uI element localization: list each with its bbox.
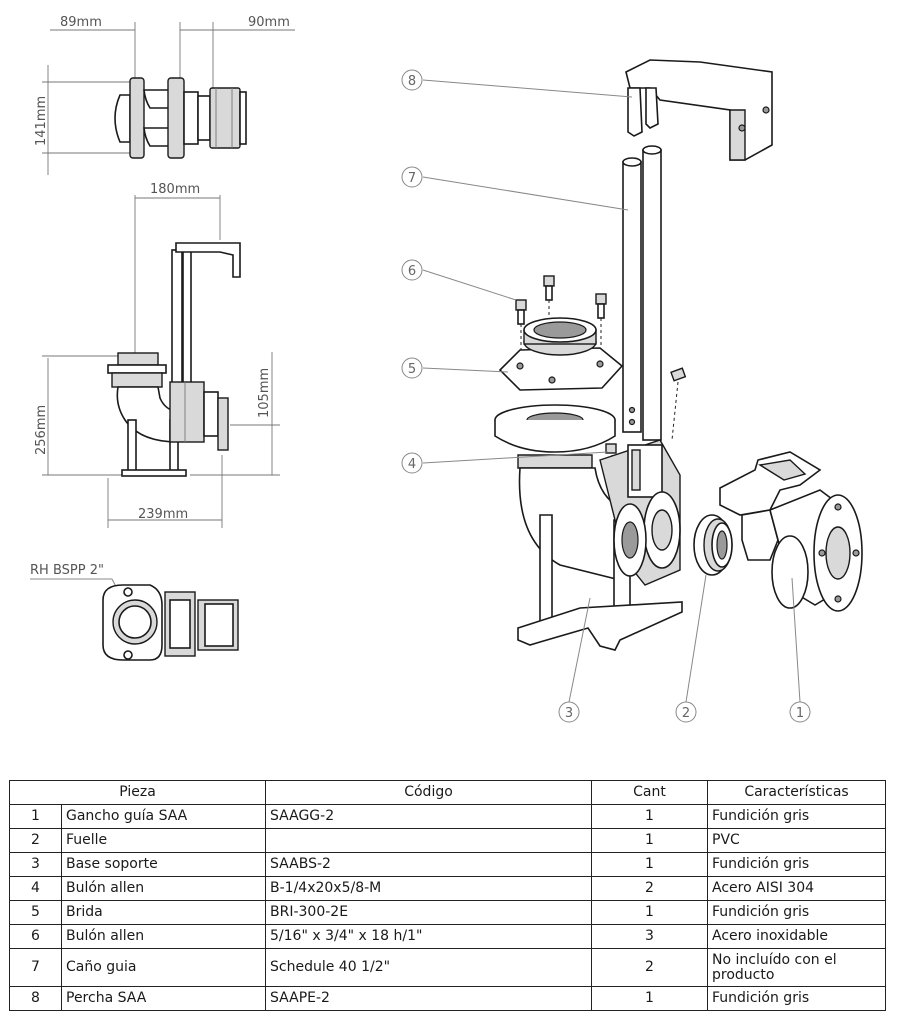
balloons: 8 7 6 5 4 3 2 1 xyxy=(401,69,811,723)
row-pieza: Brida xyxy=(60,900,267,925)
row-cant: 1 xyxy=(591,852,709,877)
row-number: 2 xyxy=(9,828,62,853)
row-pieza: Fuelle xyxy=(60,828,267,853)
row-codigo: 5/16" x 3/4" x 18 h/1" xyxy=(265,924,593,949)
dim-256mm: 256mm xyxy=(34,405,49,455)
row-caract: No incluído con el producto xyxy=(707,948,887,987)
row-number: 5 xyxy=(9,900,62,925)
row-cant: 1 xyxy=(591,828,709,853)
row-caract: Fundición gris xyxy=(707,986,887,1011)
table-row: 3 Base soporte SAABS-2 1 Fundición gris xyxy=(9,852,887,877)
row-caract: Acero inoxidable xyxy=(707,924,887,949)
row-cant: 1 xyxy=(591,804,709,829)
row-number: 3 xyxy=(9,852,62,877)
row-number: 6 xyxy=(9,924,62,949)
row-number: 7 xyxy=(9,948,62,987)
bottom-view: RH BSPP 2" xyxy=(30,563,239,661)
row-caract: Fundición gris xyxy=(707,804,887,829)
part-1-guide-hook xyxy=(719,451,863,612)
row-number: 1 xyxy=(9,804,62,829)
row-pieza: Caño guia xyxy=(60,948,267,987)
row-codigo: SAAGG-2 xyxy=(265,804,593,829)
row-codigo: Schedule 40 1/2" xyxy=(265,948,593,987)
balloon-4: 4 xyxy=(408,457,416,472)
row-caract: Fundición gris xyxy=(707,900,887,925)
row-cant: 1 xyxy=(591,986,709,1011)
row-codigo: B-1/4x20x5/8-M xyxy=(265,876,593,901)
balloon-6: 6 xyxy=(408,264,416,279)
table-row: 2 Fuelle 1 PVC xyxy=(9,828,887,853)
technical-drawing: 89mm 90mm 141mm 180mm 256mm xyxy=(30,15,863,723)
table-row: 1 Gancho guía SAA SAAGG-2 1 Fundición gr… xyxy=(9,804,887,829)
row-caract: Fundición gris xyxy=(707,852,887,877)
dim-239mm: 239mm xyxy=(138,507,188,522)
balloon-3: 3 xyxy=(565,706,573,721)
table-row: 8 Percha SAA SAAPE-2 1 Fundición gris xyxy=(9,986,887,1011)
row-pieza: Bulón allen xyxy=(60,924,267,949)
row-codigo: SAAPE-2 xyxy=(265,986,593,1011)
row-pieza: Base soporte xyxy=(60,852,267,877)
bom-header-row: Pieza Código Cant Características xyxy=(8,780,887,805)
part-6-bolts xyxy=(515,275,607,350)
header-pieza: Pieza xyxy=(8,780,267,805)
dim-141mm: 141mm xyxy=(34,96,49,146)
row-pieza: Gancho guía SAA xyxy=(60,804,267,829)
part-3-base xyxy=(494,404,683,651)
thread-note: RH BSPP 2" xyxy=(30,563,104,578)
dim-105mm: 105mm xyxy=(257,368,272,418)
row-cant: 1 xyxy=(591,900,709,925)
row-number: 8 xyxy=(9,986,62,1011)
balloon-5: 5 xyxy=(408,362,416,377)
row-caract: Acero AISI 304 xyxy=(707,876,887,901)
table-row: 6 Bulón allen 5/16" x 3/4" x 18 h/1" 3 A… xyxy=(9,924,887,949)
row-cant: 2 xyxy=(591,876,709,901)
row-number: 4 xyxy=(9,876,62,901)
row-codigo xyxy=(265,828,593,853)
dim-180mm: 180mm xyxy=(150,182,200,197)
table-row: 7 Caño guia Schedule 40 1/2" 2 No incluí… xyxy=(9,948,887,987)
row-codigo: BRI-300-2E xyxy=(265,900,593,925)
bill-of-materials: Pieza Código Cant Características 1 Ganc… xyxy=(8,780,887,1011)
row-caract: PVC xyxy=(707,828,887,853)
balloon-2: 2 xyxy=(682,706,690,721)
balloon-8: 8 xyxy=(408,74,416,89)
top-view: 89mm 90mm 141mm xyxy=(34,15,295,175)
header-cant: Cant xyxy=(591,780,709,805)
table-row: 4 Bulón allen B-1/4x20x5/8-M 2 Acero AIS… xyxy=(9,876,887,901)
row-pieza: Percha SAA xyxy=(60,986,267,1011)
header-codigo: Código xyxy=(265,780,593,805)
header-caracteristicas: Características xyxy=(707,780,887,805)
dim-90mm: 90mm xyxy=(248,15,290,30)
part-2-bellows xyxy=(693,514,733,576)
row-cant: 2 xyxy=(591,948,709,987)
part-5-flange xyxy=(498,317,624,391)
table-row: 5 Brida BRI-300-2E 1 Fundición gris xyxy=(9,900,887,925)
balloon-7: 7 xyxy=(408,171,416,186)
part-8-hanger xyxy=(625,59,773,161)
part-7-guide-pipes xyxy=(622,145,662,441)
exploded-view: 8 7 6 5 4 3 2 1 xyxy=(401,59,863,723)
row-pieza: Bulón allen xyxy=(60,876,267,901)
dim-89mm: 89mm xyxy=(60,15,102,30)
balloon-1: 1 xyxy=(796,706,804,721)
side-view: 180mm 256mm 105mm 239mm xyxy=(34,182,280,528)
row-codigo: SAABS-2 xyxy=(265,852,593,877)
row-cant: 3 xyxy=(591,924,709,949)
